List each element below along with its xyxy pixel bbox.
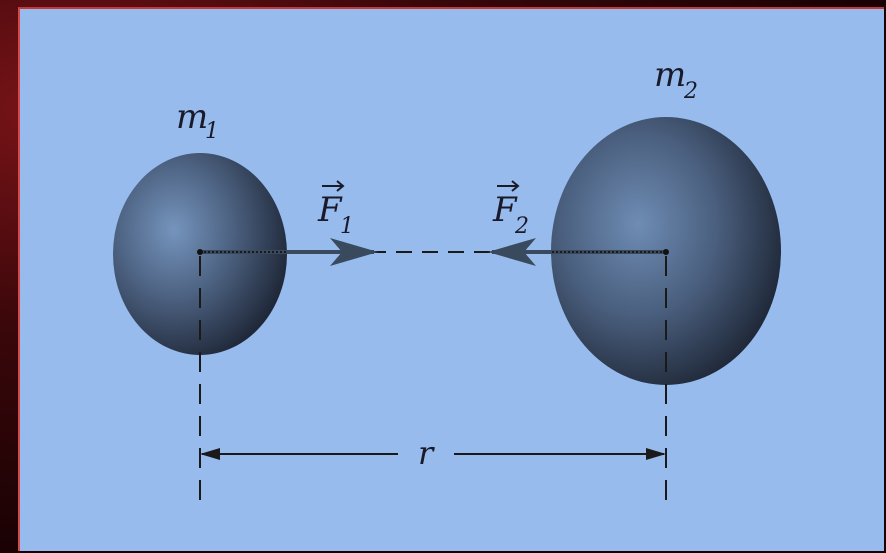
force-1-label: F 1 xyxy=(317,180,354,239)
force-2-subscript: 2 xyxy=(514,214,529,239)
force-1-vector-tip xyxy=(336,180,345,192)
distance-label: r xyxy=(418,434,435,472)
mass-1-center xyxy=(197,249,203,255)
mass-2-subscript: 2 xyxy=(683,79,698,104)
mass-1-symbol: m xyxy=(176,97,208,137)
mass-2-center xyxy=(663,249,669,255)
force-2-symbol: F xyxy=(492,190,518,230)
force-2-vector-tip xyxy=(511,180,520,192)
mass-1-subscript: 1 xyxy=(205,119,219,144)
force-1-symbol: F xyxy=(317,190,343,230)
mass-1-label: m 1 xyxy=(176,97,219,144)
mass-2-label: m 2 xyxy=(654,55,698,104)
force-1-subscript: 1 xyxy=(340,214,354,239)
force-2-label: F 2 xyxy=(492,180,529,239)
mass-2-symbol: m xyxy=(654,55,686,95)
